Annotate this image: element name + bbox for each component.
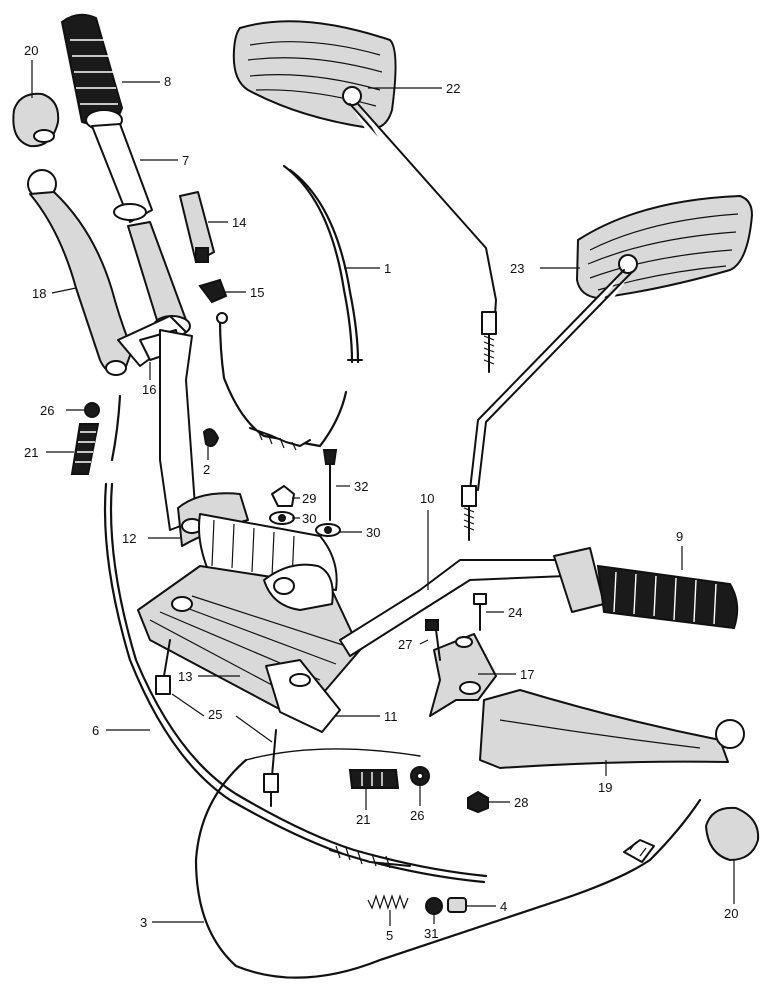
callout-13: 13 xyxy=(178,669,192,684)
callout-10: 10 xyxy=(420,491,434,506)
callout-19: 19 xyxy=(598,780,612,795)
callout-3: 3 xyxy=(140,915,147,930)
part-25-bolts xyxy=(155,639,279,807)
part-26-nut-upper xyxy=(84,402,100,418)
part-8-grip-left xyxy=(60,13,124,131)
callout-26-lower: 26 xyxy=(410,808,424,823)
part-12-13-clamp-body xyxy=(137,329,361,733)
part-1-cable xyxy=(216,164,363,451)
part-9-grip-right xyxy=(553,547,739,630)
callout-17: 17 xyxy=(520,667,534,682)
part-21-adjuster-lower xyxy=(348,769,400,789)
callout-24: 24 xyxy=(508,605,522,620)
part-27-bolt xyxy=(425,619,441,661)
part-23-mirror-right xyxy=(461,195,753,541)
callout-15: 15 xyxy=(250,285,264,300)
part-5-spring xyxy=(367,894,409,910)
callout-11: 11 xyxy=(384,709,398,724)
callout-8: 8 xyxy=(164,74,171,89)
callout-9: 9 xyxy=(676,529,683,544)
callout-27: 27 xyxy=(398,637,412,652)
part-24-bolt xyxy=(473,593,487,631)
callout-22: 22 xyxy=(446,81,460,96)
callout-23: 23 xyxy=(510,261,524,276)
part-18-lever-left xyxy=(27,169,187,376)
callout-2: 2 xyxy=(203,462,210,477)
callout-14: 14 xyxy=(232,215,246,230)
callout-18: 18 xyxy=(32,286,46,301)
part-17-lever-bracket xyxy=(429,633,497,717)
part-6-cable xyxy=(103,394,488,884)
callout-29: 29 xyxy=(302,491,316,506)
part-32-bolt xyxy=(322,449,338,521)
callout-16: 16 xyxy=(142,382,156,397)
part-15-screw xyxy=(198,278,228,304)
part-19-lever-right xyxy=(479,689,745,769)
callout-labels: 20 8 7 22 14 1 18 15 23 16 26 21 2 32 29… xyxy=(24,43,738,943)
part-22-mirror-left xyxy=(232,20,497,373)
part-20-end-cap-left xyxy=(12,92,60,148)
part-4-fitting xyxy=(447,897,467,913)
part-26-nut-lower xyxy=(410,766,430,786)
part-29-nut xyxy=(271,485,295,507)
callout-31: 31 xyxy=(424,926,438,941)
callout-12: 12 xyxy=(122,531,136,546)
callout-4: 4 xyxy=(500,899,507,914)
callout-5: 5 xyxy=(386,928,393,943)
leader-lines xyxy=(31,60,735,926)
part-3-cable xyxy=(194,748,702,979)
callout-28: 28 xyxy=(514,795,528,810)
callout-20-upper: 20 xyxy=(24,43,38,58)
part-31-nut xyxy=(425,897,443,915)
callout-21-upper: 21 xyxy=(24,445,38,460)
callout-26-upper: 26 xyxy=(40,403,54,418)
callout-30-right: 30 xyxy=(366,525,380,540)
callout-7: 7 xyxy=(182,153,189,168)
callout-21-lower: 21 xyxy=(356,812,370,827)
callout-32: 32 xyxy=(354,479,368,494)
callout-25: 25 xyxy=(208,707,222,722)
part-28-nut xyxy=(467,790,489,814)
part-20-end-cap-right xyxy=(705,806,760,861)
part-2-clip xyxy=(202,428,220,447)
callout-1: 1 xyxy=(384,261,391,276)
part-21-adjuster-upper xyxy=(70,423,100,475)
callout-30-left: 30 xyxy=(302,511,316,526)
callout-20-lower: 20 xyxy=(724,906,738,921)
callout-6: 6 xyxy=(92,723,99,738)
part-14-switch xyxy=(179,191,215,263)
